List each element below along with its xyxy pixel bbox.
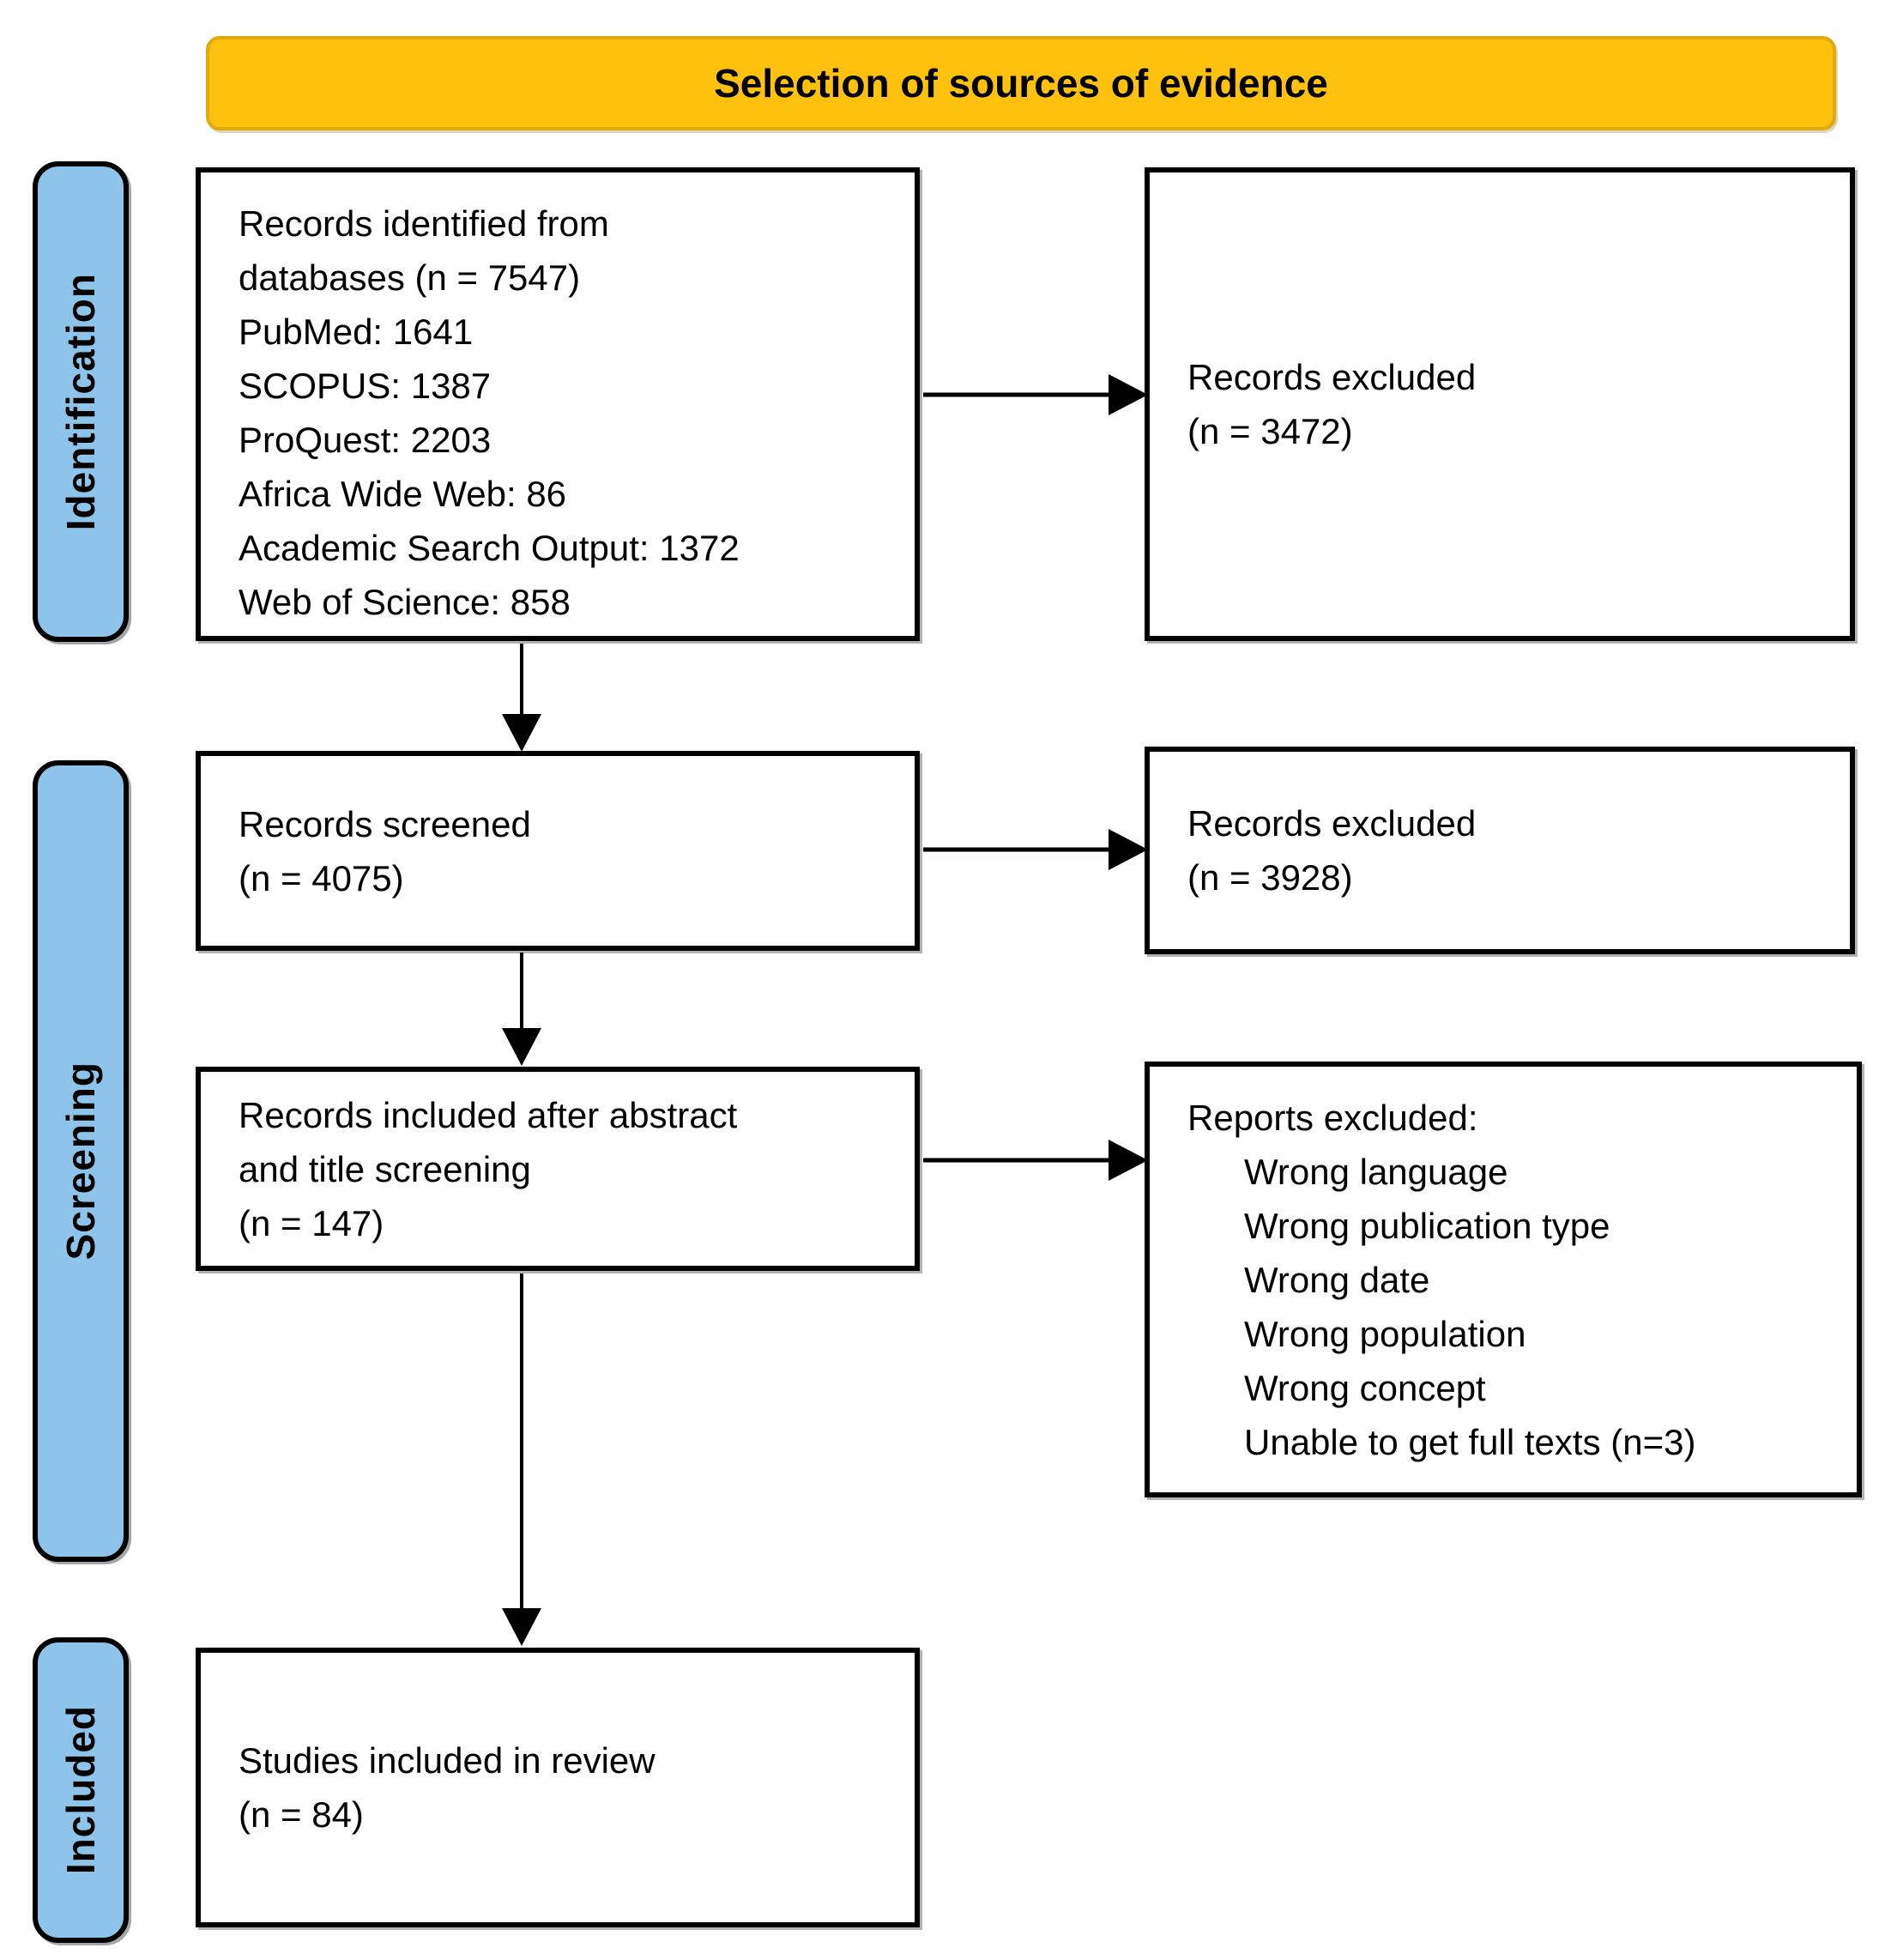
stage-included: Included — [33, 1637, 129, 1943]
reports-excluded-header: Reports excluded: — [1187, 1098, 1478, 1138]
arrow-included-after-to-studies — [502, 1273, 541, 1646]
diagram-title-banner: Selection of sources of evidence — [206, 36, 1836, 130]
records-screened-line: Records screened — [239, 803, 531, 844]
box-records-screened: Records screened (n = 4075) — [196, 751, 920, 951]
reports-excluded-item: Wrong population — [1244, 1314, 1526, 1354]
diagram-title: Selection of sources of evidence — [714, 61, 1328, 106]
included-after-screening-line: and title screening — [239, 1148, 531, 1189]
records-identified-proquest: ProQuest: 2203 — [239, 420, 492, 460]
arrow-screened-to-excluded — [923, 829, 1148, 870]
records-excluded-2-line: Records excluded — [1187, 803, 1477, 844]
studies-included-line: Studies included in review — [239, 1740, 656, 1781]
box-reports-excluded: Reports excluded: Wrong language Wrong p… — [1145, 1062, 1862, 1497]
records-excluded-1-count: (n = 3472) — [1187, 411, 1353, 451]
arrow-identified-to-excluded — [923, 374, 1148, 415]
reports-excluded-item: Wrong concept — [1244, 1368, 1486, 1408]
reports-excluded-item: Wrong publication type — [1244, 1206, 1610, 1246]
arrow-included-after-to-reports-excluded — [923, 1140, 1148, 1181]
records-identified-line: databases (n = 7547) — [239, 257, 581, 298]
records-identified-pubmed: PubMed: 1641 — [239, 312, 474, 352]
records-screened-count: (n = 4075) — [239, 857, 404, 898]
stage-screening-label: Screening — [58, 1062, 103, 1261]
box-records-excluded-1: Records excluded (n = 3472) — [1145, 167, 1855, 641]
records-excluded-1-line: Records excluded — [1187, 357, 1477, 397]
box-records-excluded-2: Records excluded (n = 3928) — [1145, 747, 1855, 954]
arrow-identified-to-screened — [502, 644, 541, 752]
stage-identification: Identification — [33, 161, 129, 642]
records-identified-scopus: SCOPUS: 1387 — [239, 366, 492, 406]
box-included-after-screening: Records included after abstract and titl… — [196, 1067, 920, 1271]
stage-included-label: Included — [58, 1705, 103, 1875]
stage-screening: Screening — [33, 760, 129, 1562]
stage-identification-label: Identification — [58, 272, 103, 531]
included-after-screening-count: (n = 147) — [239, 1202, 384, 1243]
reports-excluded-item: Wrong date — [1244, 1260, 1430, 1300]
records-identified-web-of-science: Web of Science: 858 — [239, 582, 571, 622]
reports-excluded-item: Unable to get full texts (n=3) — [1244, 1422, 1696, 1462]
records-identified-africa-wide-web: Africa Wide Web: 86 — [239, 474, 567, 514]
arrow-screened-to-included-after — [502, 953, 541, 1066]
records-identified-academic-search: Academic Search Output: 1372 — [239, 528, 740, 568]
records-identified-line: Records identified from — [239, 203, 609, 244]
box-studies-included: Studies included in review (n = 84) — [196, 1648, 920, 1927]
records-excluded-2-count: (n = 3928) — [1187, 857, 1353, 898]
reports-excluded-item: Wrong language — [1244, 1152, 1508, 1192]
box-records-identified: Records identified from databases (n = 7… — [196, 167, 920, 641]
included-after-screening-line: Records included after abstract — [239, 1094, 738, 1135]
studies-included-count: (n = 84) — [239, 1794, 364, 1835]
